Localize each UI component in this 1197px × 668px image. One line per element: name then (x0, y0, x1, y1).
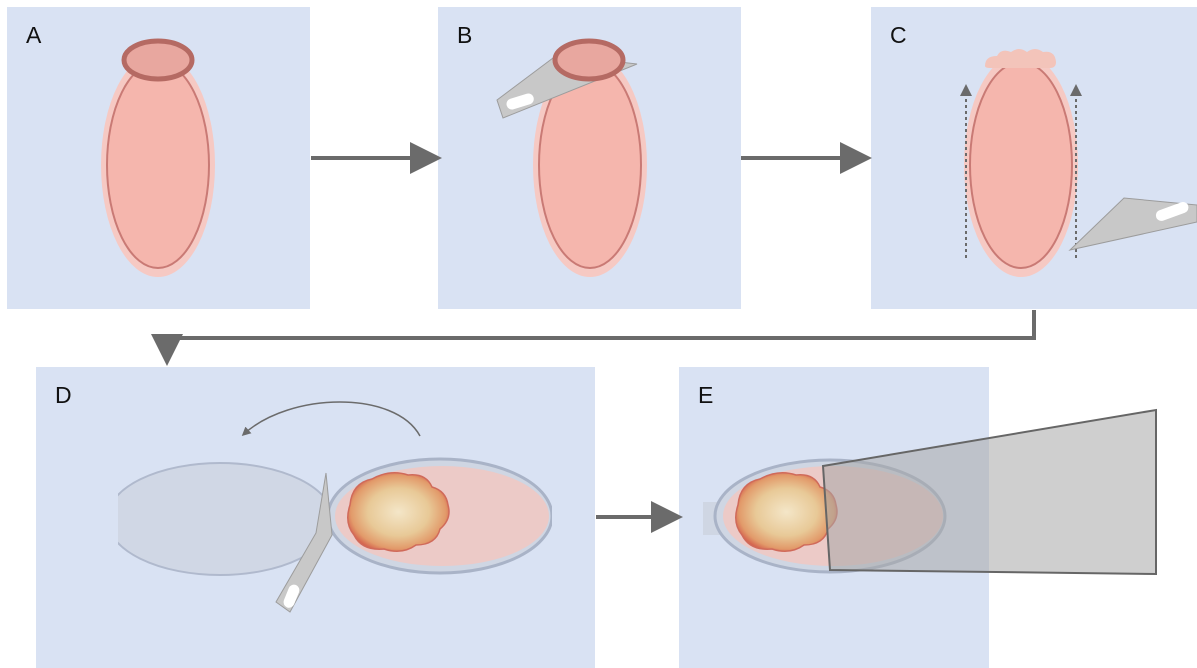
curved-flip-arrow-icon (244, 402, 420, 436)
specimen-dish-icon (107, 463, 333, 575)
tissue-fragment-icon (985, 49, 1056, 68)
scalpel-blade-icon (1070, 198, 1197, 250)
tissue-cap-icon (555, 41, 623, 79)
tissue-cap-icon (124, 41, 192, 79)
tissue-ellipse-icon (101, 53, 215, 277)
process-arrow-c-d (167, 310, 1034, 358)
tissue-ellipse-icon (964, 53, 1078, 277)
large-blade-icon (823, 410, 1156, 574)
